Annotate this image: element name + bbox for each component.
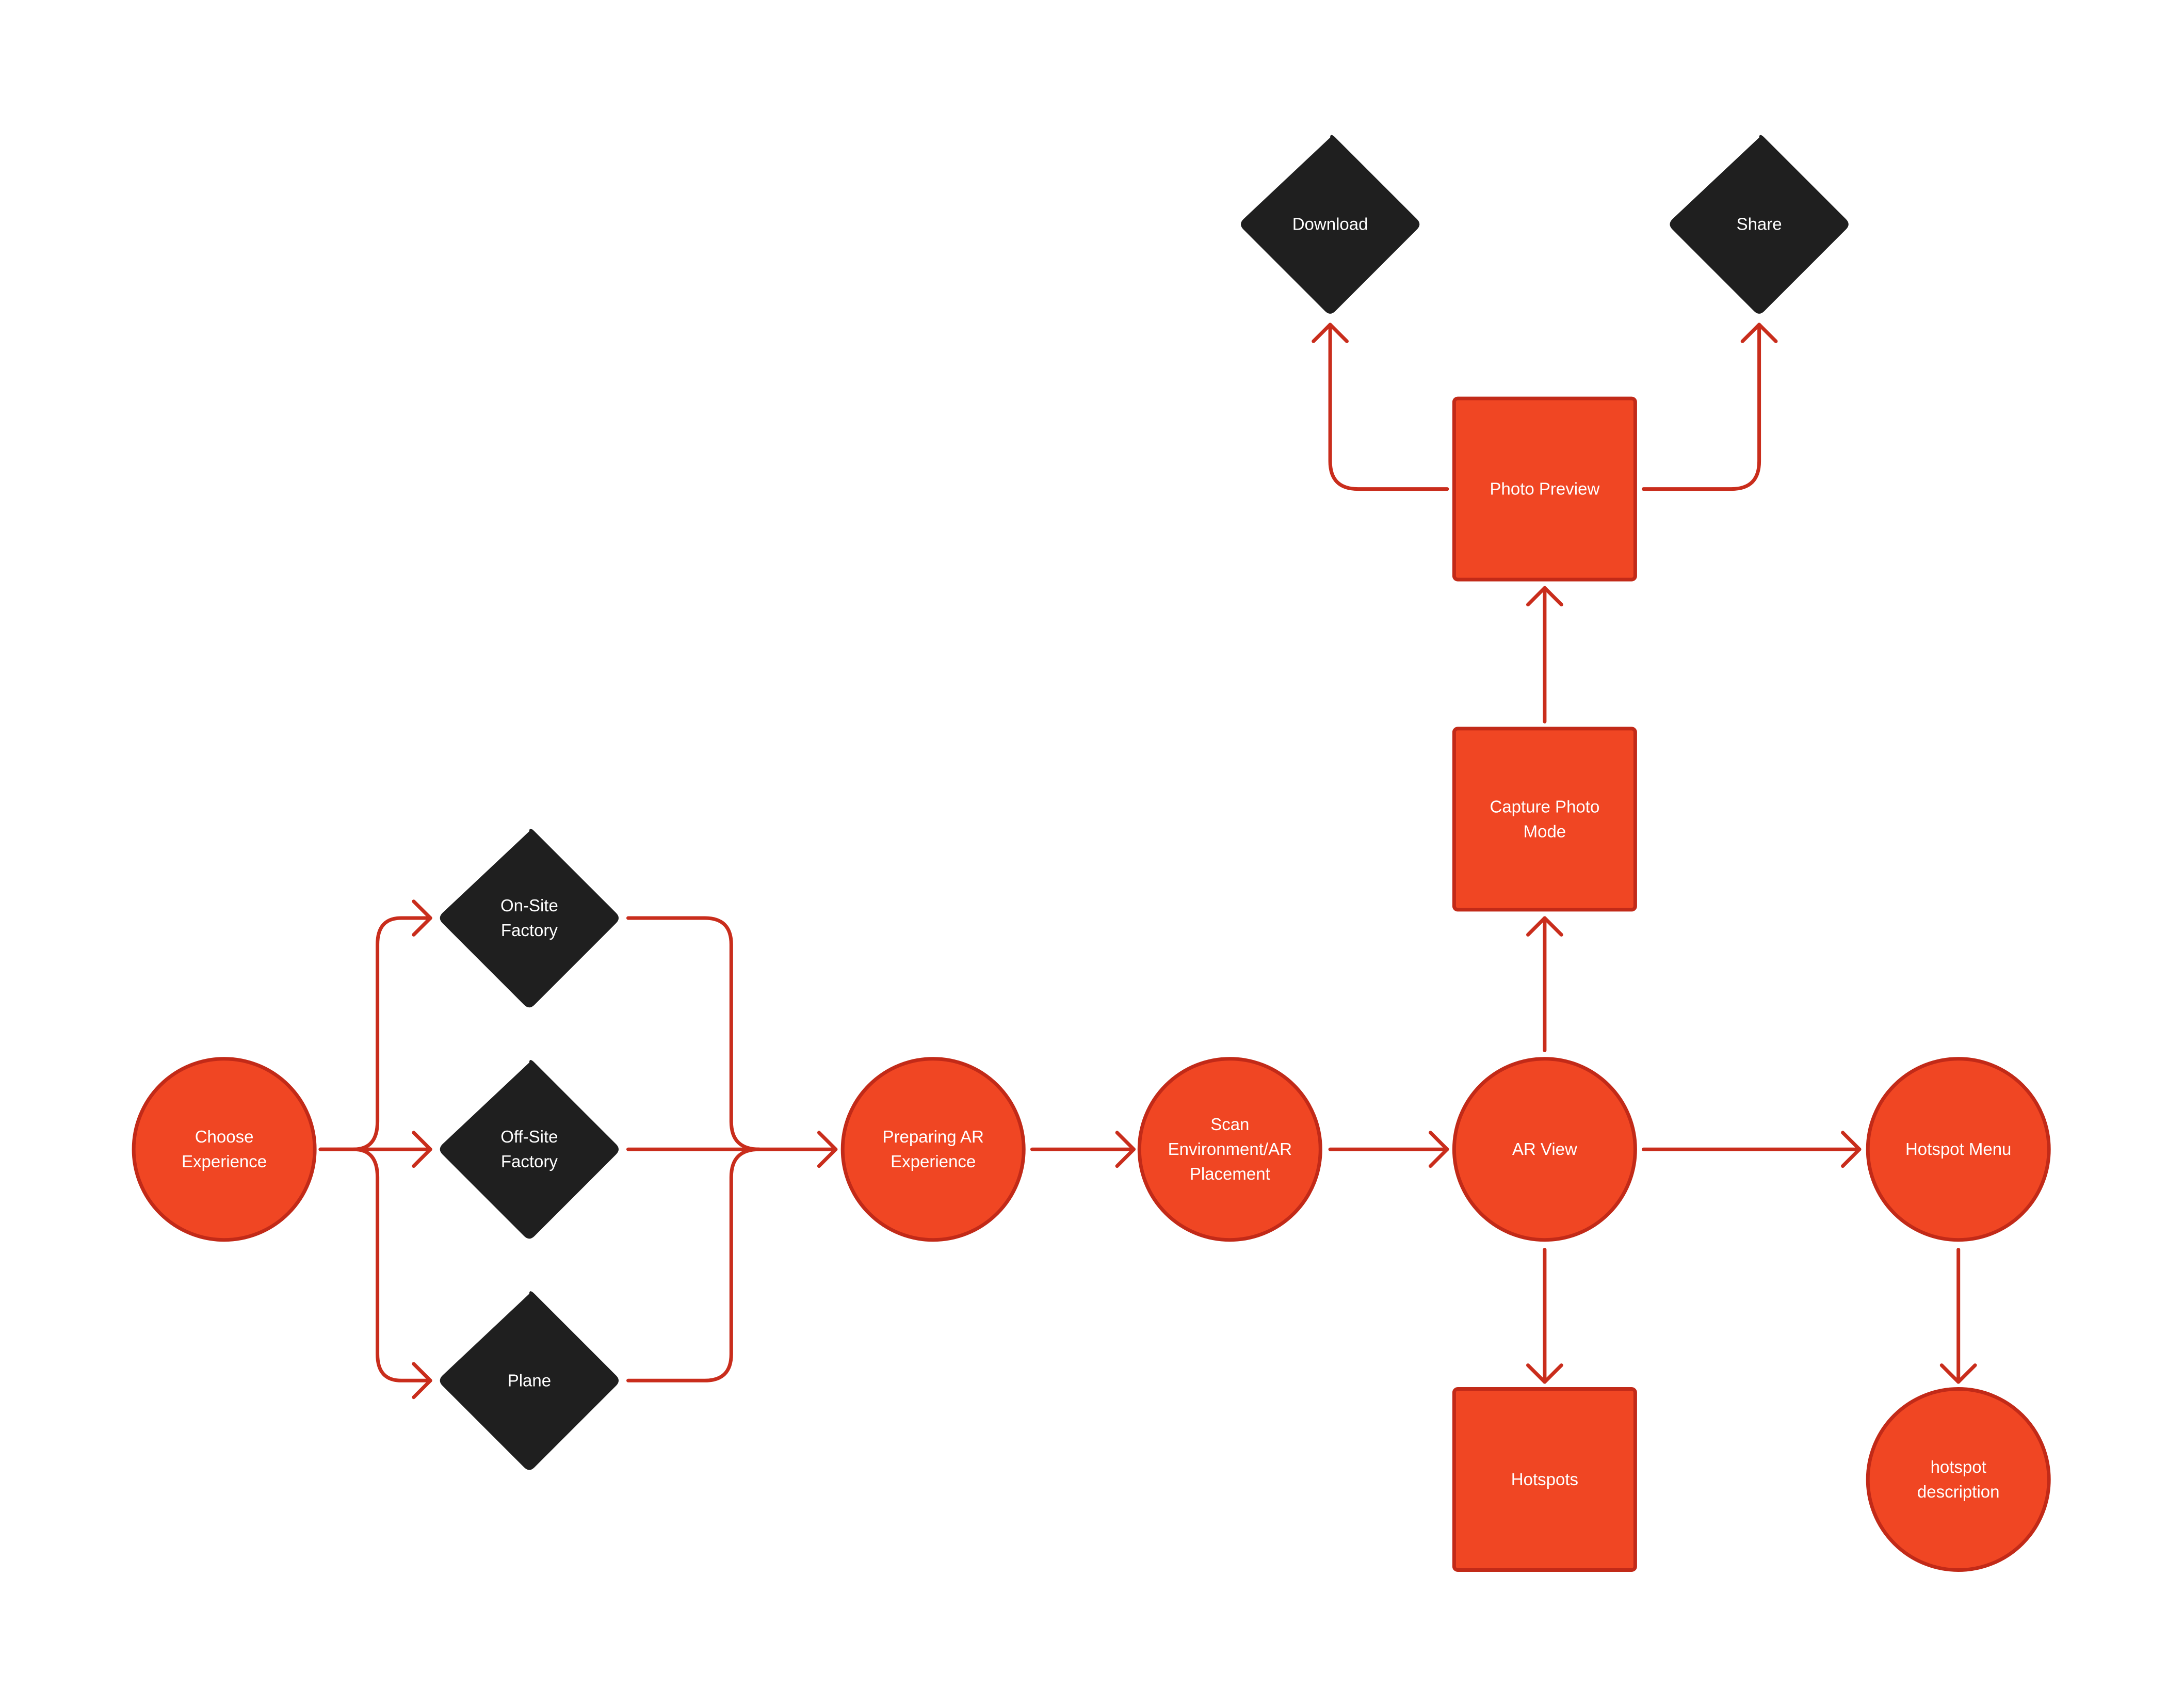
arrowhead (1740, 323, 1778, 343)
node-label: Experience (891, 1152, 976, 1171)
connector-line (626, 1147, 761, 1382)
node-label: description (1917, 1482, 2000, 1501)
node-download[interactable]: Download (1240, 135, 1420, 314)
node-shape-diamond (440, 1291, 619, 1470)
node-label: Experience (182, 1152, 267, 1171)
node-shape-circle (132, 1057, 317, 1242)
node-shape-square (1452, 727, 1637, 912)
connector-plane-to-preparing-ar (626, 1147, 761, 1382)
node-label: Factory (501, 921, 558, 940)
node-label: AR View (1512, 1139, 1577, 1159)
connector-line (1642, 323, 1761, 491)
node-label: Mode (1524, 822, 1566, 841)
connector-line (318, 916, 432, 1151)
arrowhead (1115, 1131, 1136, 1168)
node-label: Plane (508, 1371, 551, 1390)
node-label: Choose (195, 1127, 254, 1146)
node-label: Preparing AR (883, 1127, 984, 1146)
arrowhead (1429, 1131, 1449, 1168)
node-shape-diamond (1670, 135, 1849, 314)
node-shape-circle (840, 1057, 1026, 1242)
node-label: On-Site (500, 896, 558, 915)
arrowhead (1841, 1131, 1862, 1168)
connector-choose-experience-to-on-site-factory (318, 899, 432, 1151)
node-share[interactable]: Share (1670, 135, 1849, 314)
arrowhead (1312, 323, 1349, 343)
connector-scan-environment-to-ar-view (1328, 1131, 1449, 1168)
connector-off-site-factory-to-preparing-ar (626, 1131, 838, 1168)
node-shape-circle (1452, 1057, 1637, 1242)
node-label: Environment/AR (1168, 1139, 1292, 1159)
node-shape-circle (1866, 1387, 2051, 1572)
node-shape-diamond (1240, 135, 1420, 314)
node-shape-diamond (440, 1060, 619, 1239)
connector-photo-preview-to-download (1312, 323, 1449, 491)
connector-choose-experience-to-off-site-factory (318, 1131, 432, 1168)
node-plane[interactable]: Plane (440, 1291, 619, 1470)
node-ar-view[interactable]: AR View (1452, 1057, 1637, 1242)
arrowhead (1939, 1363, 1977, 1384)
node-label: Share (1737, 215, 1782, 234)
node-label: Off-Site (500, 1127, 558, 1146)
node-label: Capture Photo (1490, 797, 1599, 816)
connector-line (1328, 323, 1449, 491)
node-hotspots[interactable]: Hotspots (1452, 1387, 1637, 1572)
connector-hotspot-menu-to-hotspot-description (1939, 1248, 1977, 1384)
node-photo-preview[interactable]: Photo Preview (1452, 396, 1637, 582)
node-label: Placement (1190, 1164, 1270, 1183)
connectors (318, 323, 1977, 1400)
connector-line (352, 1147, 432, 1382)
arrowhead (1526, 916, 1563, 937)
node-preparing-ar[interactable]: Preparing AR Experience (840, 1057, 1026, 1242)
connector-line (626, 916, 761, 1151)
node-hotspot-description[interactable]: hotspot description (1866, 1387, 2051, 1572)
arrowhead (412, 1131, 432, 1168)
connector-ar-view-to-hotspots (1526, 1248, 1563, 1384)
node-hotspot-menu[interactable]: Hotspot Menu (1866, 1057, 2051, 1242)
connector-capture-photo-mode-to-photo-preview (1526, 586, 1563, 723)
node-label: Scan (1210, 1115, 1249, 1134)
node-label: Download (1292, 215, 1368, 234)
connector-photo-preview-to-share (1642, 323, 1778, 491)
node-shape-circle (1866, 1057, 2051, 1242)
connector-choose-experience-to-plane (352, 1147, 432, 1400)
node-shape-square (1452, 1387, 1637, 1572)
node-shape-diamond (440, 828, 619, 1008)
node-label: Photo Preview (1490, 479, 1600, 498)
connector-preparing-ar-to-scan-environment (1030, 1131, 1136, 1168)
node-label: Hotspots (1511, 1470, 1578, 1489)
node-label: hotspot (1931, 1457, 1986, 1476)
arrowhead (817, 1131, 838, 1168)
arrowhead (1526, 1363, 1563, 1384)
connector-ar-view-to-hotspot-menu (1642, 1131, 1862, 1168)
node-shape-circle (1137, 1057, 1322, 1242)
connector-on-site-factory-to-preparing-ar (626, 916, 761, 1151)
arrowhead (1526, 586, 1563, 607)
arrowhead (412, 1362, 432, 1400)
node-label: Factory (501, 1152, 558, 1171)
nodes: ChooseExperienceOn-SiteFactoryOff-SiteFa… (132, 135, 2051, 1572)
connector-ar-view-to-capture-photo-mode (1526, 916, 1563, 1052)
node-label: Hotspot Menu (1905, 1139, 2011, 1159)
node-shape-square (1452, 396, 1637, 582)
arrowhead (412, 899, 432, 937)
